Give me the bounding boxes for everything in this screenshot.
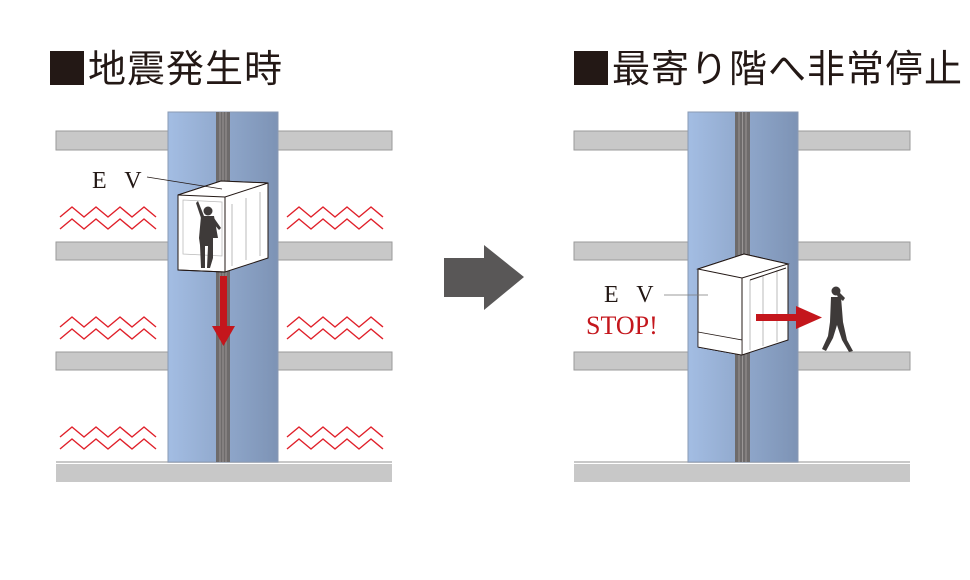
square-bullet-icon	[50, 51, 84, 85]
panel-emergency-stop: E V STOP!	[573, 111, 911, 482]
exit-arrow-icon	[756, 306, 822, 329]
ground-slab	[574, 464, 910, 482]
falling-arrow-icon	[212, 276, 235, 346]
shake-wave-icon	[59, 206, 157, 230]
square-bullet-icon	[574, 51, 608, 85]
elevator-label: E V	[92, 168, 148, 194]
panel-earthquake: E V	[55, 111, 393, 482]
shake-wave-icon	[286, 426, 384, 450]
shake-wave-icon	[59, 426, 157, 450]
ground-slab	[56, 464, 392, 482]
label-leader-line	[146, 176, 223, 190]
walking-person-silhouette-icon	[822, 286, 853, 352]
transition-arrow-icon	[444, 245, 524, 310]
shake-wave-icon	[286, 206, 384, 230]
stop-status-label: STOP!	[586, 311, 658, 340]
panel-title-text: 地震発生時	[88, 47, 284, 91]
shake-wave-icon	[59, 316, 157, 340]
elevator-car	[696, 253, 790, 356]
panel-title-text: 最寄り階へ非常停止	[612, 47, 964, 91]
elevator-car	[177, 180, 269, 273]
shake-wave-icon	[286, 316, 384, 340]
panel-title-earthquake: 地震発生時	[50, 50, 283, 88]
panel-title-emergency-stop: 最寄り階へ非常停止	[574, 50, 963, 88]
elevator-label: E V	[604, 282, 660, 308]
passenger-silhouette-icon	[196, 201, 221, 268]
